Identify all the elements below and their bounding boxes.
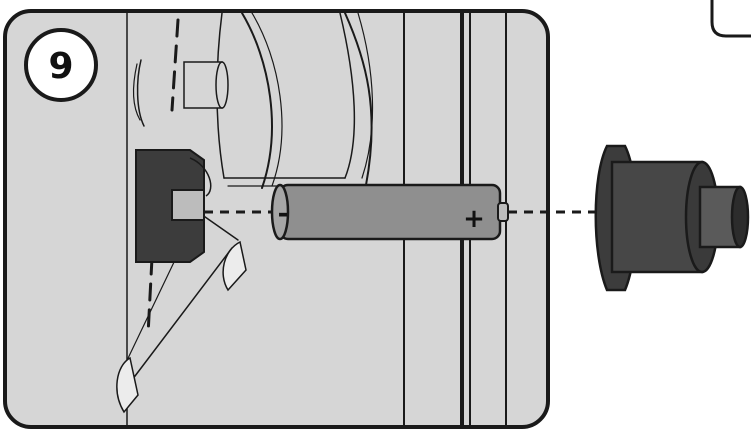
battery-negative-label: - bbox=[278, 199, 289, 229]
battery-holder-bracket bbox=[135, 149, 212, 263]
step-badge: 9 bbox=[24, 28, 98, 102]
aa-battery: - + bbox=[270, 183, 509, 241]
dome-upper bbox=[222, 240, 247, 292]
end-cap bbox=[594, 144, 750, 292]
battery-positive-label: + bbox=[463, 204, 485, 234]
dome-lower bbox=[116, 356, 139, 414]
step-number: 9 bbox=[48, 46, 73, 87]
adjacent-panel-corner bbox=[710, 0, 751, 38]
